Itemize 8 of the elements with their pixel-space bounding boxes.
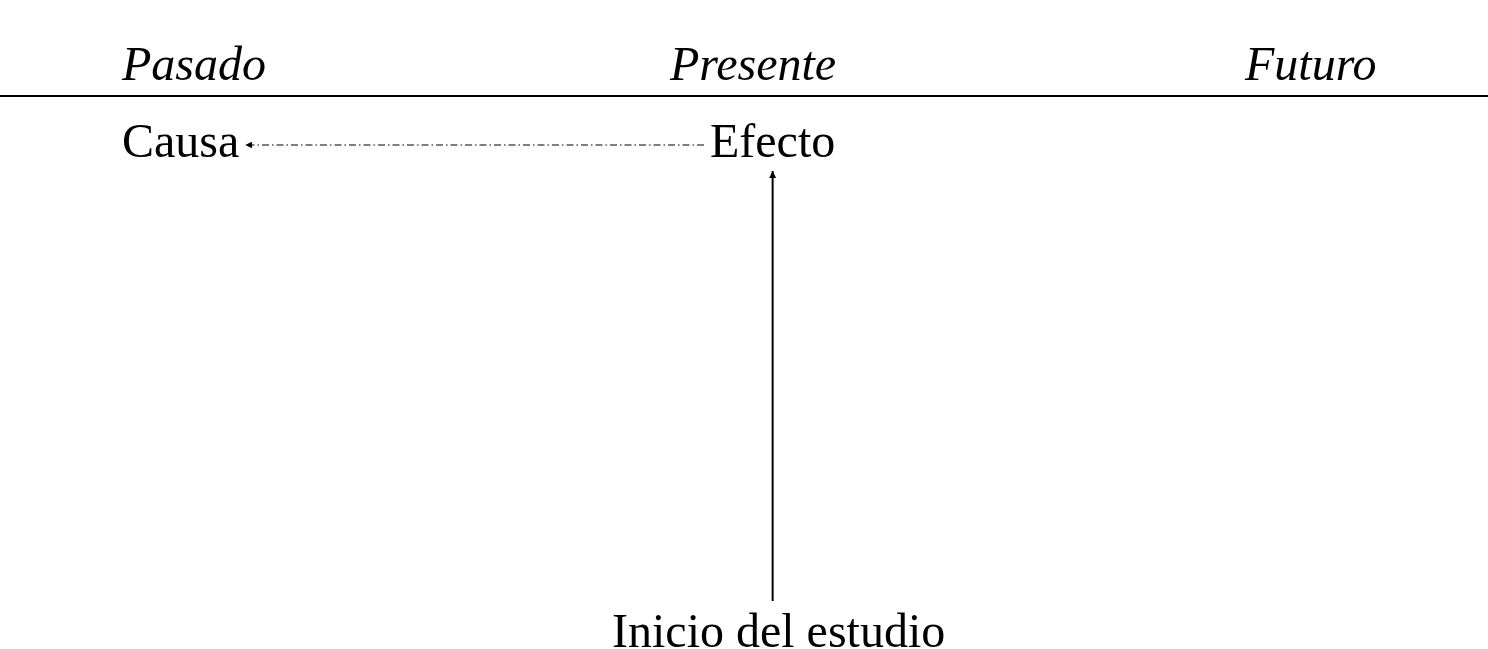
node-text: Causa [122,117,240,165]
node-text: Inicio del estudio [612,607,946,649]
dashed-arrow [244,141,705,149]
period-heading: Pasado [122,40,266,88]
node-text: Efecto [710,117,836,165]
arrow [769,170,777,602]
period-heading: Futuro [1245,40,1377,88]
period-heading: Presente [670,40,837,88]
